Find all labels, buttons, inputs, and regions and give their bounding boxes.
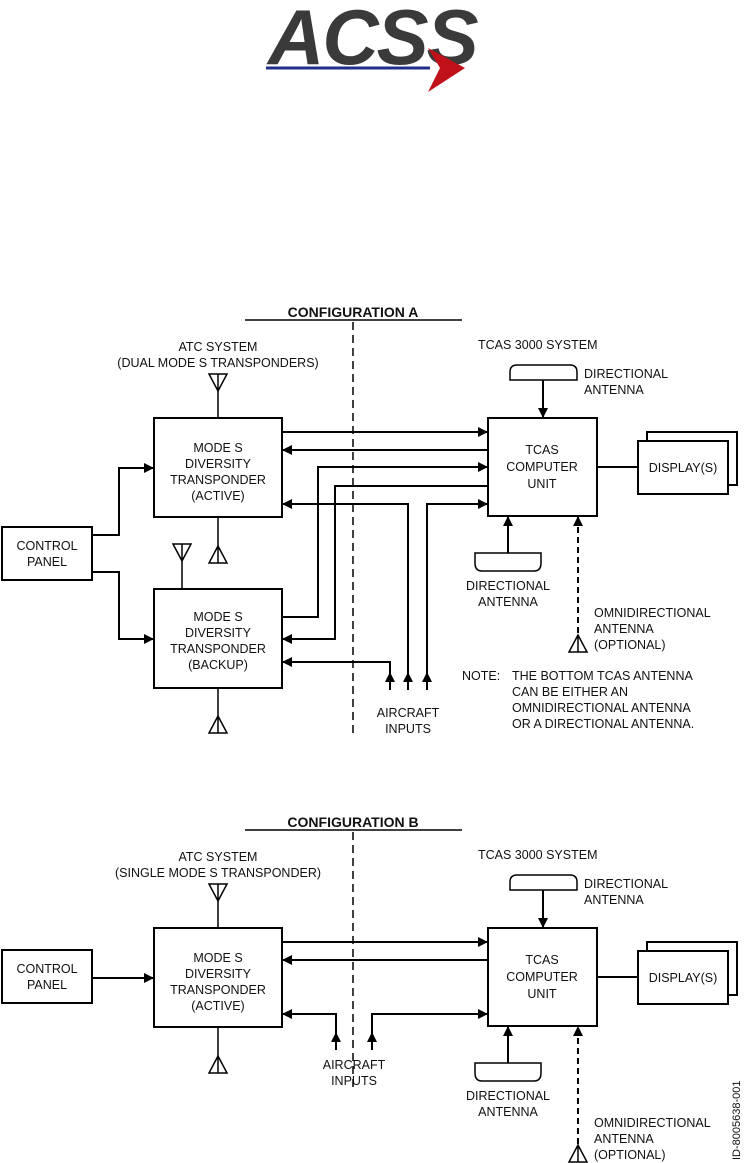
tcas-unit-label: UNIT [527,987,557,1001]
atc-system-label: ATC SYSTEM [179,850,258,864]
control-panel-label: CONTROL [16,962,77,976]
atc-system-sublabel: (DUAL MODE S TRANSPONDERS) [117,356,318,370]
top-antenna-label: ANTENNA [584,383,644,397]
control-panel-label: CONTROL [16,539,77,553]
tcas-unit-label: TCAS [525,443,558,457]
top-antenna-label: DIRECTIONAL [584,877,668,891]
note-line: CAN BE EITHER AN [512,685,628,699]
antenna-down-icon [207,373,229,418]
transponder-active-line: MODE S [193,951,242,965]
display-box [637,440,729,495]
bottom-antenna-label: DIRECTIONAL [466,1089,550,1103]
tcas-system-label: TCAS 3000 SYSTEM [478,338,598,352]
omni-antenna-icon [567,633,589,653]
display-label: DISPLAY(S) [649,971,718,985]
bottom-antenna-label: ANTENNA [478,1105,538,1119]
transponder-active-line: TRANSPONDER [170,473,266,487]
aircraft-input-to-tcas-arrow [426,499,488,688]
tcas-to-backup-arrow [282,485,488,644]
config-a-title: CONFIGURATION A [288,304,419,320]
antenna-up-icon [207,1027,229,1074]
control-to-backup-arrow [92,571,154,644]
transponder-active-line: (ACTIVE) [191,999,244,1013]
control-to-active-arrow [92,463,154,536]
tcas-unit-label: UNIT [527,477,557,491]
aircraft-input-to-active-arrow [282,1009,337,1034]
control-panel-box [1,526,93,581]
omni-antenna-label: ANTENNA [594,1132,654,1146]
aircraft-inputs-label: INPUTS [331,1074,377,1088]
atc-system-label: ATC SYSTEM [179,340,258,354]
transponder-backup-line: TRANSPONDER [170,642,266,656]
atc-system-sublabel: (SINGLE MODE S TRANSPONDER) [115,866,321,880]
aircraft-input-to-backup-arrow [282,657,391,688]
directional-antenna-icon [509,364,578,381]
top-antenna-label: DIRECTIONAL [584,367,668,381]
bottom-antenna-label: DIRECTIONAL [466,579,550,593]
transponder-active-line: (ACTIVE) [191,489,244,503]
omni-antenna-label: OMNIDIRECTIONAL [594,606,711,620]
display-box [637,950,729,1005]
directional-antenna-icon [509,874,578,891]
top-antenna-label: ANTENNA [584,893,644,907]
aircraft-inputs-label: INPUTS [385,722,431,736]
config-b-title: CONFIGURATION B [287,814,418,830]
acss-logo: ACSS [266,0,481,92]
transponder-active-box [153,417,283,518]
note-prefix: NOTE: [462,669,500,683]
transponder-active-box [153,927,283,1028]
transponder-backup-line: DIVERSITY [185,626,252,640]
transponder-active-line: MODE S [193,441,242,455]
backup-to-tcas-arrow [282,462,488,618]
omni-antenna-icon [567,1143,589,1163]
directional-antenna-icon [474,1062,542,1082]
tcas-system-label: TCAS 3000 SYSTEM [478,848,598,862]
configuration-a: CONFIGURATION A ATC SYSTEM (DUAL MODE S … [1,304,738,736]
note-line: OMNIDIRECTIONAL ANTENNA [512,701,691,715]
transponder-backup-line: MODE S [193,610,242,624]
antenna-up-icon [207,688,229,734]
tcas-computer-unit-box [487,927,598,1027]
antenna-down-icon [171,543,193,589]
omni-antenna-label: OMNIDIRECTIONAL [594,1116,711,1130]
omni-antenna-label: (OPTIONAL) [594,1148,666,1162]
control-panel-label: PANEL [27,555,67,569]
configuration-b: CONFIGURATION B ATC SYSTEM (SINGLE MODE … [1,814,738,1163]
document-id: ID-8005638-001 [731,1080,743,1160]
omni-antenna-label: ANTENNA [594,622,654,636]
aircraft-inputs-label: AIRCRAFT [323,1058,386,1072]
transponder-backup-line: (BACKUP) [188,658,248,672]
tcas-unit-label: COMPUTER [506,970,578,984]
tcas-unit-label: TCAS [525,953,558,967]
directional-antenna-icon [474,552,542,572]
control-panel-label: PANEL [27,978,67,992]
transponder-active-line: DIVERSITY [185,457,252,471]
note-line: OR A DIRECTIONAL ANTENNA. [512,717,694,731]
aircraft-input-to-active-arrow [282,499,409,688]
antenna-down-icon [207,883,229,928]
bottom-antenna-label: ANTENNA [478,595,538,609]
omni-antenna-label: (OPTIONAL) [594,638,666,652]
transponder-active-line: DIVERSITY [185,967,252,981]
display-label: DISPLAY(S) [649,461,718,475]
tcas-unit-label: COMPUTER [506,460,578,474]
logo-arrow-icon [428,48,465,92]
transponder-active-line: TRANSPONDER [170,983,266,997]
note-line: THE BOTTOM TCAS ANTENNA [512,669,693,683]
aircraft-input-to-tcas-arrow [371,1009,488,1034]
control-panel-box [1,949,93,1004]
aircraft-inputs-label: AIRCRAFT [377,706,440,720]
antenna-up-icon [207,517,229,564]
